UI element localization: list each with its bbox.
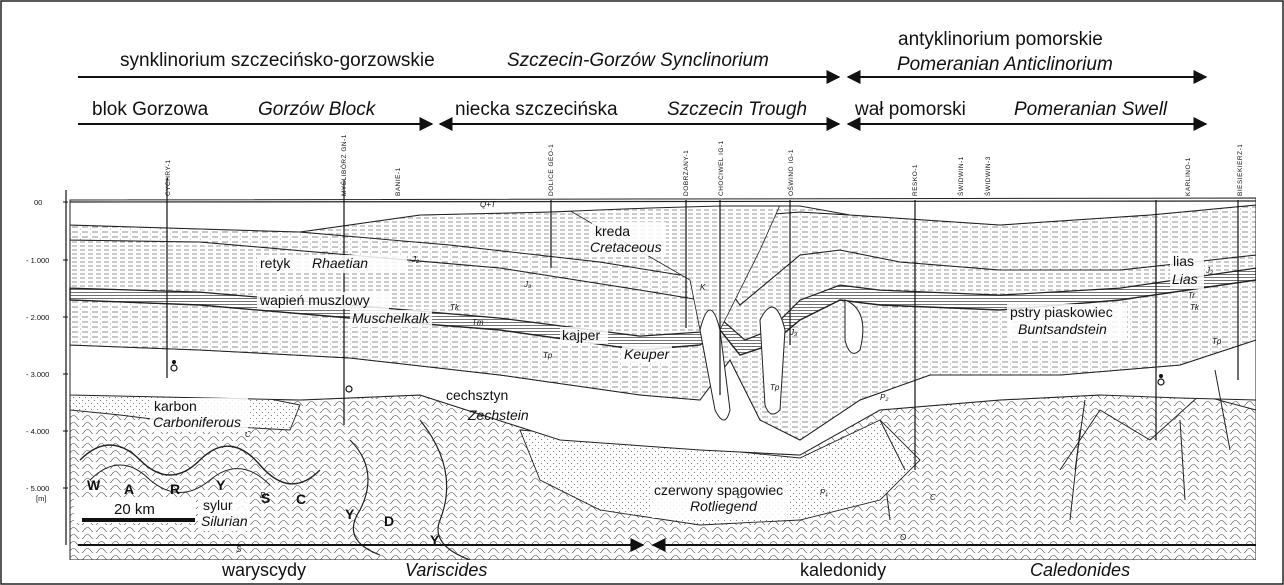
keuper-label: Keuper bbox=[624, 346, 670, 362]
cechsztyn-label: cechsztyn bbox=[446, 387, 508, 403]
svg-text:C: C bbox=[930, 493, 936, 502]
scale-bar-label: 20 km bbox=[114, 501, 155, 518]
swell-label-en: Pomeranian Swell bbox=[1014, 99, 1168, 120]
buntsandstein-label: Buntsandstein bbox=[1018, 321, 1107, 337]
svg-text:S: S bbox=[236, 545, 242, 554]
swell-label-pl: wał pomorski bbox=[854, 99, 966, 120]
well-label: KARLINO-1 bbox=[1185, 157, 1192, 196]
depth-tick-label: - 2.000 bbox=[26, 313, 49, 322]
scale-bar: 20 km bbox=[74, 497, 196, 523]
muschelkalk-label: Muschelkalk bbox=[352, 310, 430, 326]
well-label: ŚWIDWIN-3 bbox=[983, 156, 992, 196]
svg-text:Tm: Tm bbox=[472, 318, 484, 327]
well-label: BIESIEKIERZ-1 bbox=[1237, 144, 1244, 196]
fold-letter: C bbox=[296, 491, 306, 507]
pstry-label: pstry piaskowiec bbox=[1010, 304, 1113, 320]
trough-label-pl: niecka szczecińska bbox=[455, 99, 618, 120]
fold-letter: Y bbox=[345, 506, 355, 522]
svg-text:Tk: Tk bbox=[450, 303, 460, 312]
caledonides-en-label: Caledonides bbox=[1030, 560, 1130, 580]
fold-letter: A bbox=[124, 481, 134, 497]
well-label: RESKO-1 bbox=[912, 164, 919, 196]
depth-unit: [m] bbox=[36, 494, 46, 503]
well-label: CYCHRY-1 bbox=[165, 159, 172, 196]
well-label: ŚWIDWIN-1 bbox=[956, 156, 965, 196]
well-label: DOLICE GEO-1 bbox=[548, 144, 555, 196]
wapien-label: wapień muszlowy bbox=[259, 292, 370, 308]
block-label-pl: blok Gorzowa bbox=[92, 99, 209, 120]
svg-text:J₃: J₃ bbox=[789, 328, 797, 337]
kajper-label: kajper bbox=[562, 327, 600, 343]
kreda-label: kreda bbox=[595, 223, 630, 239]
depth-tick-label: 00 bbox=[34, 198, 42, 207]
lias-en-label: Lias bbox=[1172, 271, 1198, 287]
depth-tick-label: - 5.000 bbox=[26, 484, 49, 493]
svg-text:Tp: Tp bbox=[770, 383, 780, 392]
trough-label-en: Szczecin Trough bbox=[667, 99, 807, 120]
lias-pl-label: lias bbox=[1173, 253, 1194, 269]
retyk-label: retyk bbox=[260, 255, 291, 271]
carboniferous-label: Carboniferous bbox=[153, 414, 241, 430]
block-label-en: Gorzów Block bbox=[258, 99, 377, 120]
czerwony-label: czerwony spągowiec bbox=[654, 482, 783, 498]
svg-text:Tp: Tp bbox=[1212, 337, 1222, 346]
caledonides-pl-label: kaledonidy bbox=[800, 560, 886, 580]
svg-text:Tr: Tr bbox=[1188, 291, 1195, 300]
cretaceous-label: Cretaceous bbox=[590, 239, 662, 255]
svg-text:P₂: P₂ bbox=[880, 393, 888, 402]
depth-tick-label: - 1.000 bbox=[26, 256, 49, 265]
depth-tick-label: - 3.000 bbox=[26, 370, 49, 379]
synclinorium-label-pl: synklinorium szczecińsko-gorzowskie bbox=[120, 50, 435, 71]
svg-text:J₃: J₃ bbox=[523, 280, 531, 289]
anticlinorium-label-pl: antyklinorium pomorskie bbox=[898, 29, 1103, 50]
well-label: OŚWINO IG-1 bbox=[786, 149, 795, 196]
fold-letter: W bbox=[87, 477, 101, 493]
silurian-label: Silurian bbox=[201, 513, 248, 529]
well-label: BANIE-1 bbox=[395, 167, 402, 196]
karbon-label: karbon bbox=[154, 398, 197, 414]
fold-letter: R bbox=[170, 481, 180, 497]
rhaetian-label: Rhaetian bbox=[312, 255, 368, 271]
svg-text:Tk: Tk bbox=[1190, 303, 1200, 312]
anticlinorium-label-en: Pomeranian Anticlinorium bbox=[897, 54, 1113, 75]
rotliegend-label: Rotliegend bbox=[690, 498, 758, 514]
variscides-en-label: Variscides bbox=[405, 560, 487, 580]
fold-letter: S bbox=[261, 490, 270, 506]
zechstein-label: Zechstein bbox=[467, 407, 529, 423]
svg-text:K: K bbox=[700, 283, 706, 292]
svg-text:J₂: J₂ bbox=[411, 255, 419, 264]
synclinorium-label-en: Szczecin-Gorzów Synclinorium bbox=[507, 50, 769, 71]
well-label: CHOCIWEL IG-1 bbox=[718, 140, 725, 196]
svg-text:P₁: P₁ bbox=[820, 488, 828, 497]
svg-text:J₂: J₂ bbox=[1205, 266, 1213, 275]
variscides-pl-label: waryscydy bbox=[221, 560, 306, 580]
svg-text:O: O bbox=[900, 533, 906, 542]
fold-letter: D bbox=[384, 513, 394, 529]
svg-text:Tp: Tp bbox=[543, 351, 553, 360]
well-label: DOBRZANY-1 bbox=[683, 150, 690, 196]
fold-letter: Y bbox=[216, 477, 226, 493]
depth-tick-label: - 4.000 bbox=[26, 427, 49, 436]
symbol-label: Q+T bbox=[480, 200, 497, 209]
sylur-label: sylur bbox=[203, 497, 233, 513]
